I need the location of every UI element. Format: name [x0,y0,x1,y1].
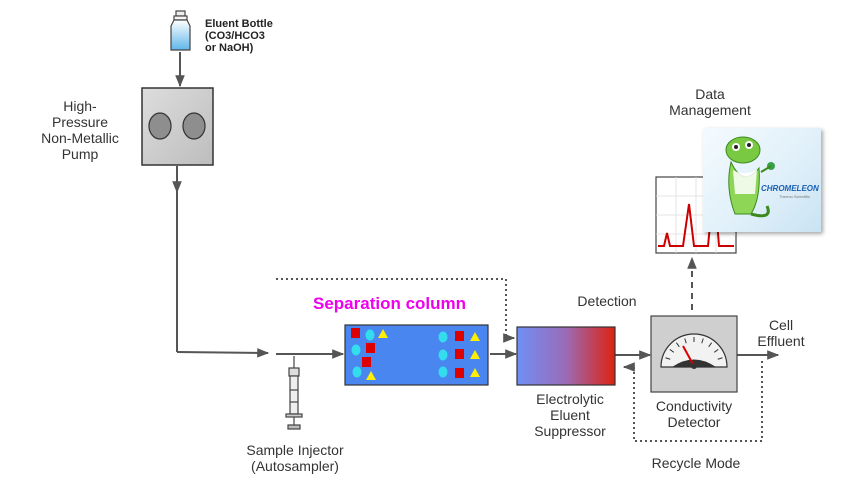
chromeleon-logo: CHROMELEON 7.2 Thermo Scientific [703,128,821,232]
cell-effluent-label: Cell Effluent [750,317,812,349]
yellow-triangle-marker [378,329,388,338]
red-square-marker [455,331,464,341]
conductivity-detector-label: Conductivity Detector [641,398,747,430]
red-square-marker [351,328,360,338]
gauge-tick [713,348,719,353]
column-analyte-markers [351,328,480,380]
cyan-ellipse-marker [365,329,375,341]
sample-injector-line-2: (Autosampler) [251,458,339,474]
suppressor-line-3: Suppressor [534,423,606,439]
cyan-ellipse-marker [438,349,448,361]
logo-brand: CHROMELEON 7.2 [761,184,821,193]
regen-dotted-line [276,278,516,343]
conductivity-gauge-icon [650,315,738,393]
gauge-tick [717,357,723,360]
syringe-icon [285,356,303,430]
sample-injector-label: Sample Injector (Autosampler) [230,442,360,474]
suppressor-line-1: Electrolytic [536,391,604,407]
data-management-line-1: Data [695,86,725,102]
conductivity-line-1: Conductivity [655,398,733,414]
cell-effluent-line-2: Effluent [757,333,805,349]
eluent-bottle-line-3: or NaOH) [205,42,254,54]
detection-label: Detection [577,293,637,309]
gauge-tick [701,338,704,344]
pump-icon [141,87,214,166]
suppressor-label: Electrolytic Eluent Suppressor [520,391,620,439]
separation-column-title: Separation column [313,294,467,313]
red-square-marker [455,368,464,378]
gauge-tick [708,342,713,348]
red-square-marker [362,357,371,367]
yellow-triangle-marker [470,332,480,341]
data-management-label: Data Management [655,86,765,118]
flow-to-injector-line [176,348,270,358]
yellow-triangle-marker [470,350,480,359]
cyan-ellipse-marker [438,331,448,343]
eluent-bottle-line-1: Eluent Bottle [205,18,273,30]
electrolytic-suppressor [516,326,616,386]
recycle-mode-label: Recycle Mode [651,455,741,471]
eluent-bottle-label: Eluent Bottle (CO3/HCO3 or NaOH) [205,18,295,54]
logo-tagline: Thermo Scientific [779,194,810,199]
suppressor-line-2: Eluent [550,407,590,423]
data-management-line-2: Management [669,102,751,118]
pump-label-line-2: Pressure [51,114,109,130]
cyan-ellipse-marker [438,366,448,378]
pump-label-line-3: Non-Metallic [41,130,119,146]
cell-effluent-line-1: Cell [768,317,794,333]
sample-injector-line-1: Sample Injector [246,442,344,458]
gauge-tick [675,342,680,348]
gauge-tick [665,357,671,360]
recycle-mode-dotted-line [622,361,763,442]
conductivity-line-2: Detector [667,414,721,430]
pump-label-line-1: High- [63,98,97,114]
yellow-triangle-marker [470,368,480,377]
cyan-ellipse-marker [352,366,362,378]
gauge-tick [684,338,687,344]
pump-label: High- Pressure Non-Metallic Pump [30,98,130,162]
yellow-triangle-marker [366,371,376,380]
red-square-marker [455,349,464,359]
flow-lines [172,52,780,360]
eluent-bottle-line-2: (CO3/HCO3 [205,30,265,42]
pump-label-line-4: Pump [61,146,99,162]
red-square-marker [366,343,375,353]
bottle-icon [170,10,191,51]
cyan-ellipse-marker [351,344,361,356]
gauge-tick [669,348,675,353]
dotted-lines [276,256,763,442]
mascot-icon [725,136,775,218]
